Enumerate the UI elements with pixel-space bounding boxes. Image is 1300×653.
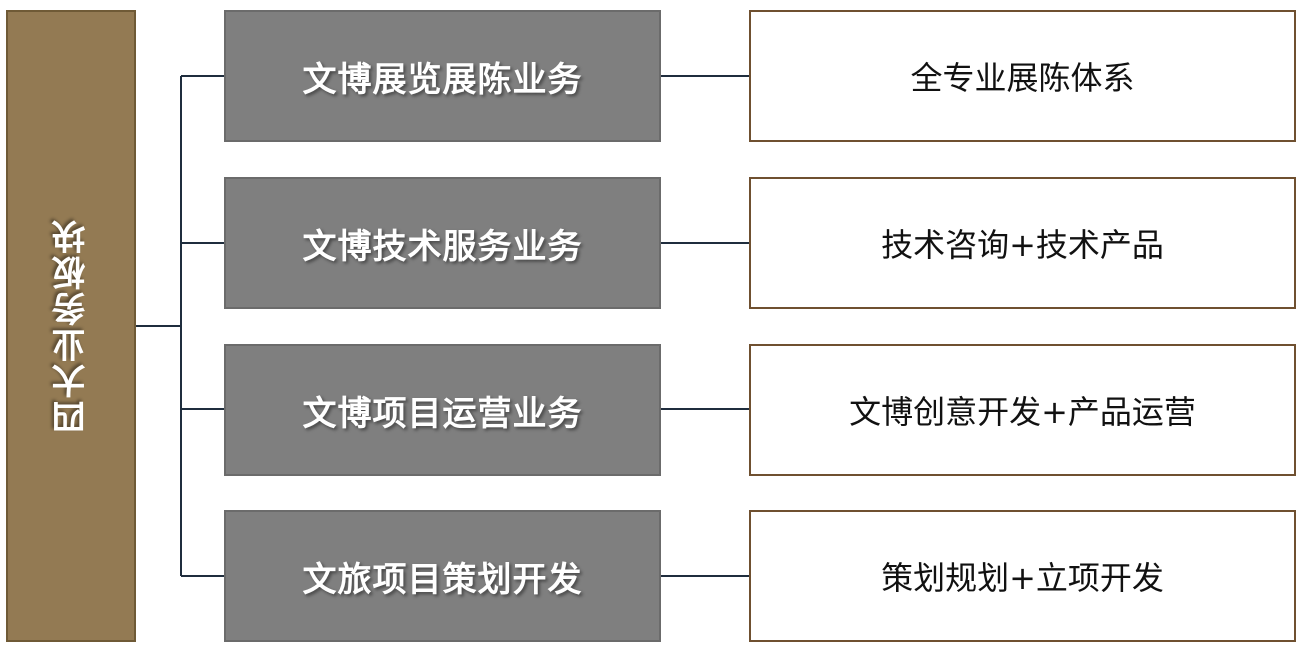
detail-label: 技术咨询+技术产品: [881, 226, 1164, 264]
detail-node-technical-service: 技术咨询+技术产品: [749, 177, 1296, 309]
business-label: 文博项目运营业务: [302, 393, 583, 434]
detail-label: 全专业展陈体系: [910, 59, 1135, 97]
detail-label: 文博创意开发+产品运营: [849, 393, 1196, 431]
root-node: 四大业务板块: [6, 10, 136, 642]
detail-label: 策划规划+立项开发: [881, 559, 1164, 597]
business-node-technical-service: 文博技术服务业务: [224, 177, 661, 309]
business-node-tourism-planning: 文旅项目策划开发: [224, 510, 661, 642]
business-node-operations: 文博项目运营业务: [224, 344, 661, 476]
detail-node-tourism-planning: 策划规划+立项开发: [749, 510, 1296, 642]
detail-node-exhibition: 全专业展陈体系: [749, 10, 1296, 142]
business-label: 文博展览展陈业务: [302, 59, 583, 100]
detail-node-operations: 文博创意开发+产品运营: [749, 344, 1296, 476]
business-node-exhibition: 文博展览展陈业务: [224, 10, 661, 142]
business-label: 文博技术服务业务: [302, 226, 583, 267]
business-label: 文旅项目策划开发: [302, 559, 583, 600]
